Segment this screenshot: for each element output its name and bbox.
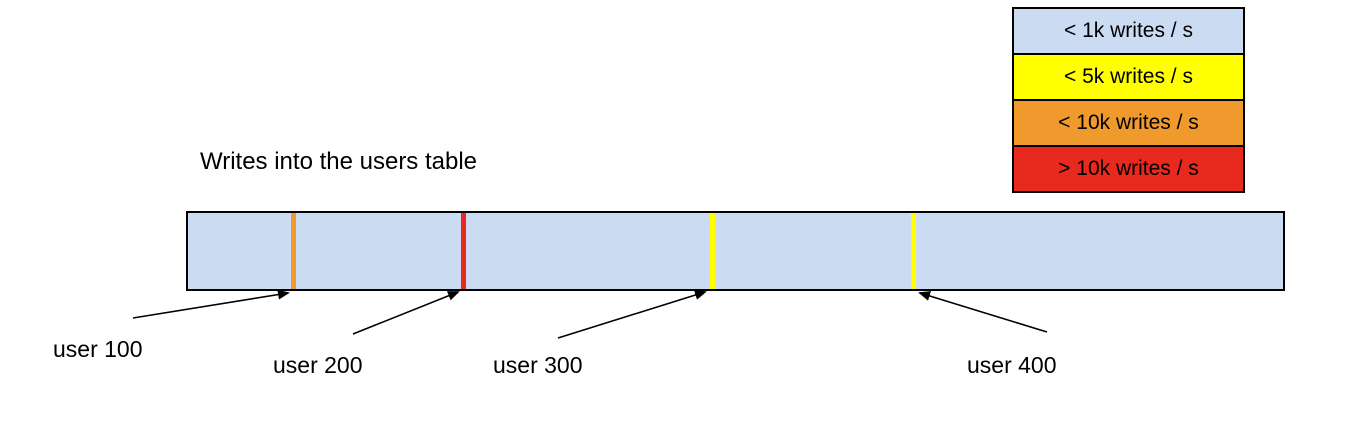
callout-arrow — [557, 290, 707, 339]
legend-item-label: < 10k writes / s — [1058, 111, 1199, 134]
hotspot-marker-user-300 — [709, 213, 715, 289]
users-table-bar — [186, 211, 1285, 291]
hotspot-marker-user-400 — [910, 213, 916, 289]
legend-item-label: < 5k writes / s — [1064, 65, 1193, 88]
callout-label-user-400: user 400 — [967, 352, 1057, 378]
legend-item-lt-10k: < 10k writes / s — [1014, 99, 1243, 145]
hotspot-marker-user-100 — [290, 213, 296, 289]
diagram-title: Writes into the users table — [200, 148, 478, 175]
legend-item-lt-1k: < 1k writes / s — [1014, 9, 1243, 53]
callout-arrow — [918, 291, 1048, 333]
legend: < 1k writes / s < 5k writes / s < 10k wr… — [1012, 7, 1245, 193]
callout-arrow — [352, 291, 460, 335]
legend-item-label: > 10k writes / s — [1058, 157, 1199, 180]
legend-item-label: < 1k writes / s — [1064, 19, 1193, 42]
callout-arrow — [132, 289, 290, 319]
legend-item-gt-10k: > 10k writes / s — [1014, 145, 1243, 191]
callout-label-user-300: user 300 — [493, 352, 583, 378]
legend-item-lt-5k: < 5k writes / s — [1014, 53, 1243, 99]
hotspot-marker-user-200 — [460, 213, 466, 289]
callout-label-user-200: user 200 — [273, 352, 363, 378]
callout-label-user-100: user 100 — [53, 336, 143, 362]
